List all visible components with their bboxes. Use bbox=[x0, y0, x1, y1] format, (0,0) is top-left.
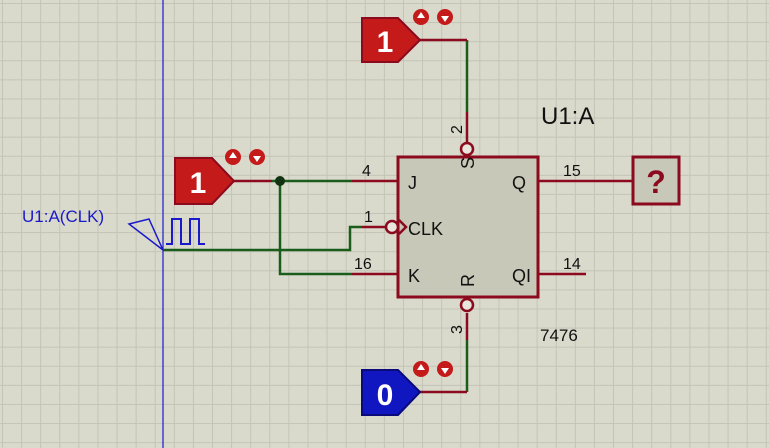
clock-generator[interactable]: U1:A(CLK) bbox=[22, 207, 205, 251]
pin-label-r: R bbox=[458, 274, 478, 287]
generator-label: U1:A(CLK) bbox=[22, 207, 104, 226]
pin-label-clk: CLK bbox=[408, 219, 443, 239]
logic-state-reset-value: 0 bbox=[377, 379, 394, 412]
logic-state-jk-value: 1 bbox=[190, 167, 207, 200]
pin-label-k: K bbox=[408, 266, 420, 286]
pin-number-k: 16 bbox=[354, 256, 372, 273]
wire-k[interactable] bbox=[278, 181, 352, 276]
arrow-up-glyph bbox=[417, 364, 425, 370]
wire-junction-dot bbox=[275, 176, 285, 186]
component-part-number[interactable]: 7476 bbox=[540, 326, 578, 345]
logic-state-jk[interactable]: 1 bbox=[174, 157, 236, 205]
pin-clk-bubble bbox=[384, 219, 400, 235]
pin-number-j: 4 bbox=[362, 163, 371, 180]
logic-state-reset[interactable]: 0 bbox=[361, 369, 422, 416]
pin-label-q: Q bbox=[512, 173, 526, 193]
arrow-down-glyph bbox=[441, 368, 449, 374]
logic-probe-value: ? bbox=[646, 164, 666, 200]
pin-r-bubble bbox=[459, 297, 475, 313]
pin-label-s: S bbox=[458, 157, 478, 169]
arrow-down-glyph bbox=[253, 156, 261, 162]
arrow-up-glyph bbox=[417, 12, 425, 18]
pin-label-j: J bbox=[408, 173, 417, 193]
component-reference[interactable]: U1:A bbox=[541, 103, 594, 130]
clock-edge-icon bbox=[398, 219, 408, 235]
square-wave-icon bbox=[166, 218, 205, 245]
flipflop-body[interactable] bbox=[396, 155, 540, 299]
wire-clock[interactable] bbox=[163, 225, 362, 252]
pin-number-r: 3 bbox=[449, 325, 466, 334]
pin-number-qi: 14 bbox=[563, 256, 581, 273]
pin-number-clk: 1 bbox=[364, 209, 373, 226]
pin-label-qi: QI bbox=[512, 266, 531, 286]
logic-state-set[interactable]: 1 bbox=[361, 17, 422, 63]
arrow-down-glyph bbox=[441, 16, 449, 22]
pin-number-q: 15 bbox=[563, 163, 581, 180]
pin-s-bubble bbox=[459, 141, 475, 157]
logic-state-set-value: 1 bbox=[377, 26, 394, 59]
generator-flag-icon bbox=[127, 218, 164, 251]
pin-number-s: 2 bbox=[449, 125, 466, 134]
jk-toggle-buttons[interactable] bbox=[225, 149, 265, 165]
arrow-up-glyph bbox=[229, 152, 237, 158]
set-toggle-buttons[interactable] bbox=[413, 9, 453, 25]
reset-toggle-buttons[interactable] bbox=[413, 361, 453, 377]
logic-probe-output[interactable]: ? bbox=[631, 155, 681, 206]
